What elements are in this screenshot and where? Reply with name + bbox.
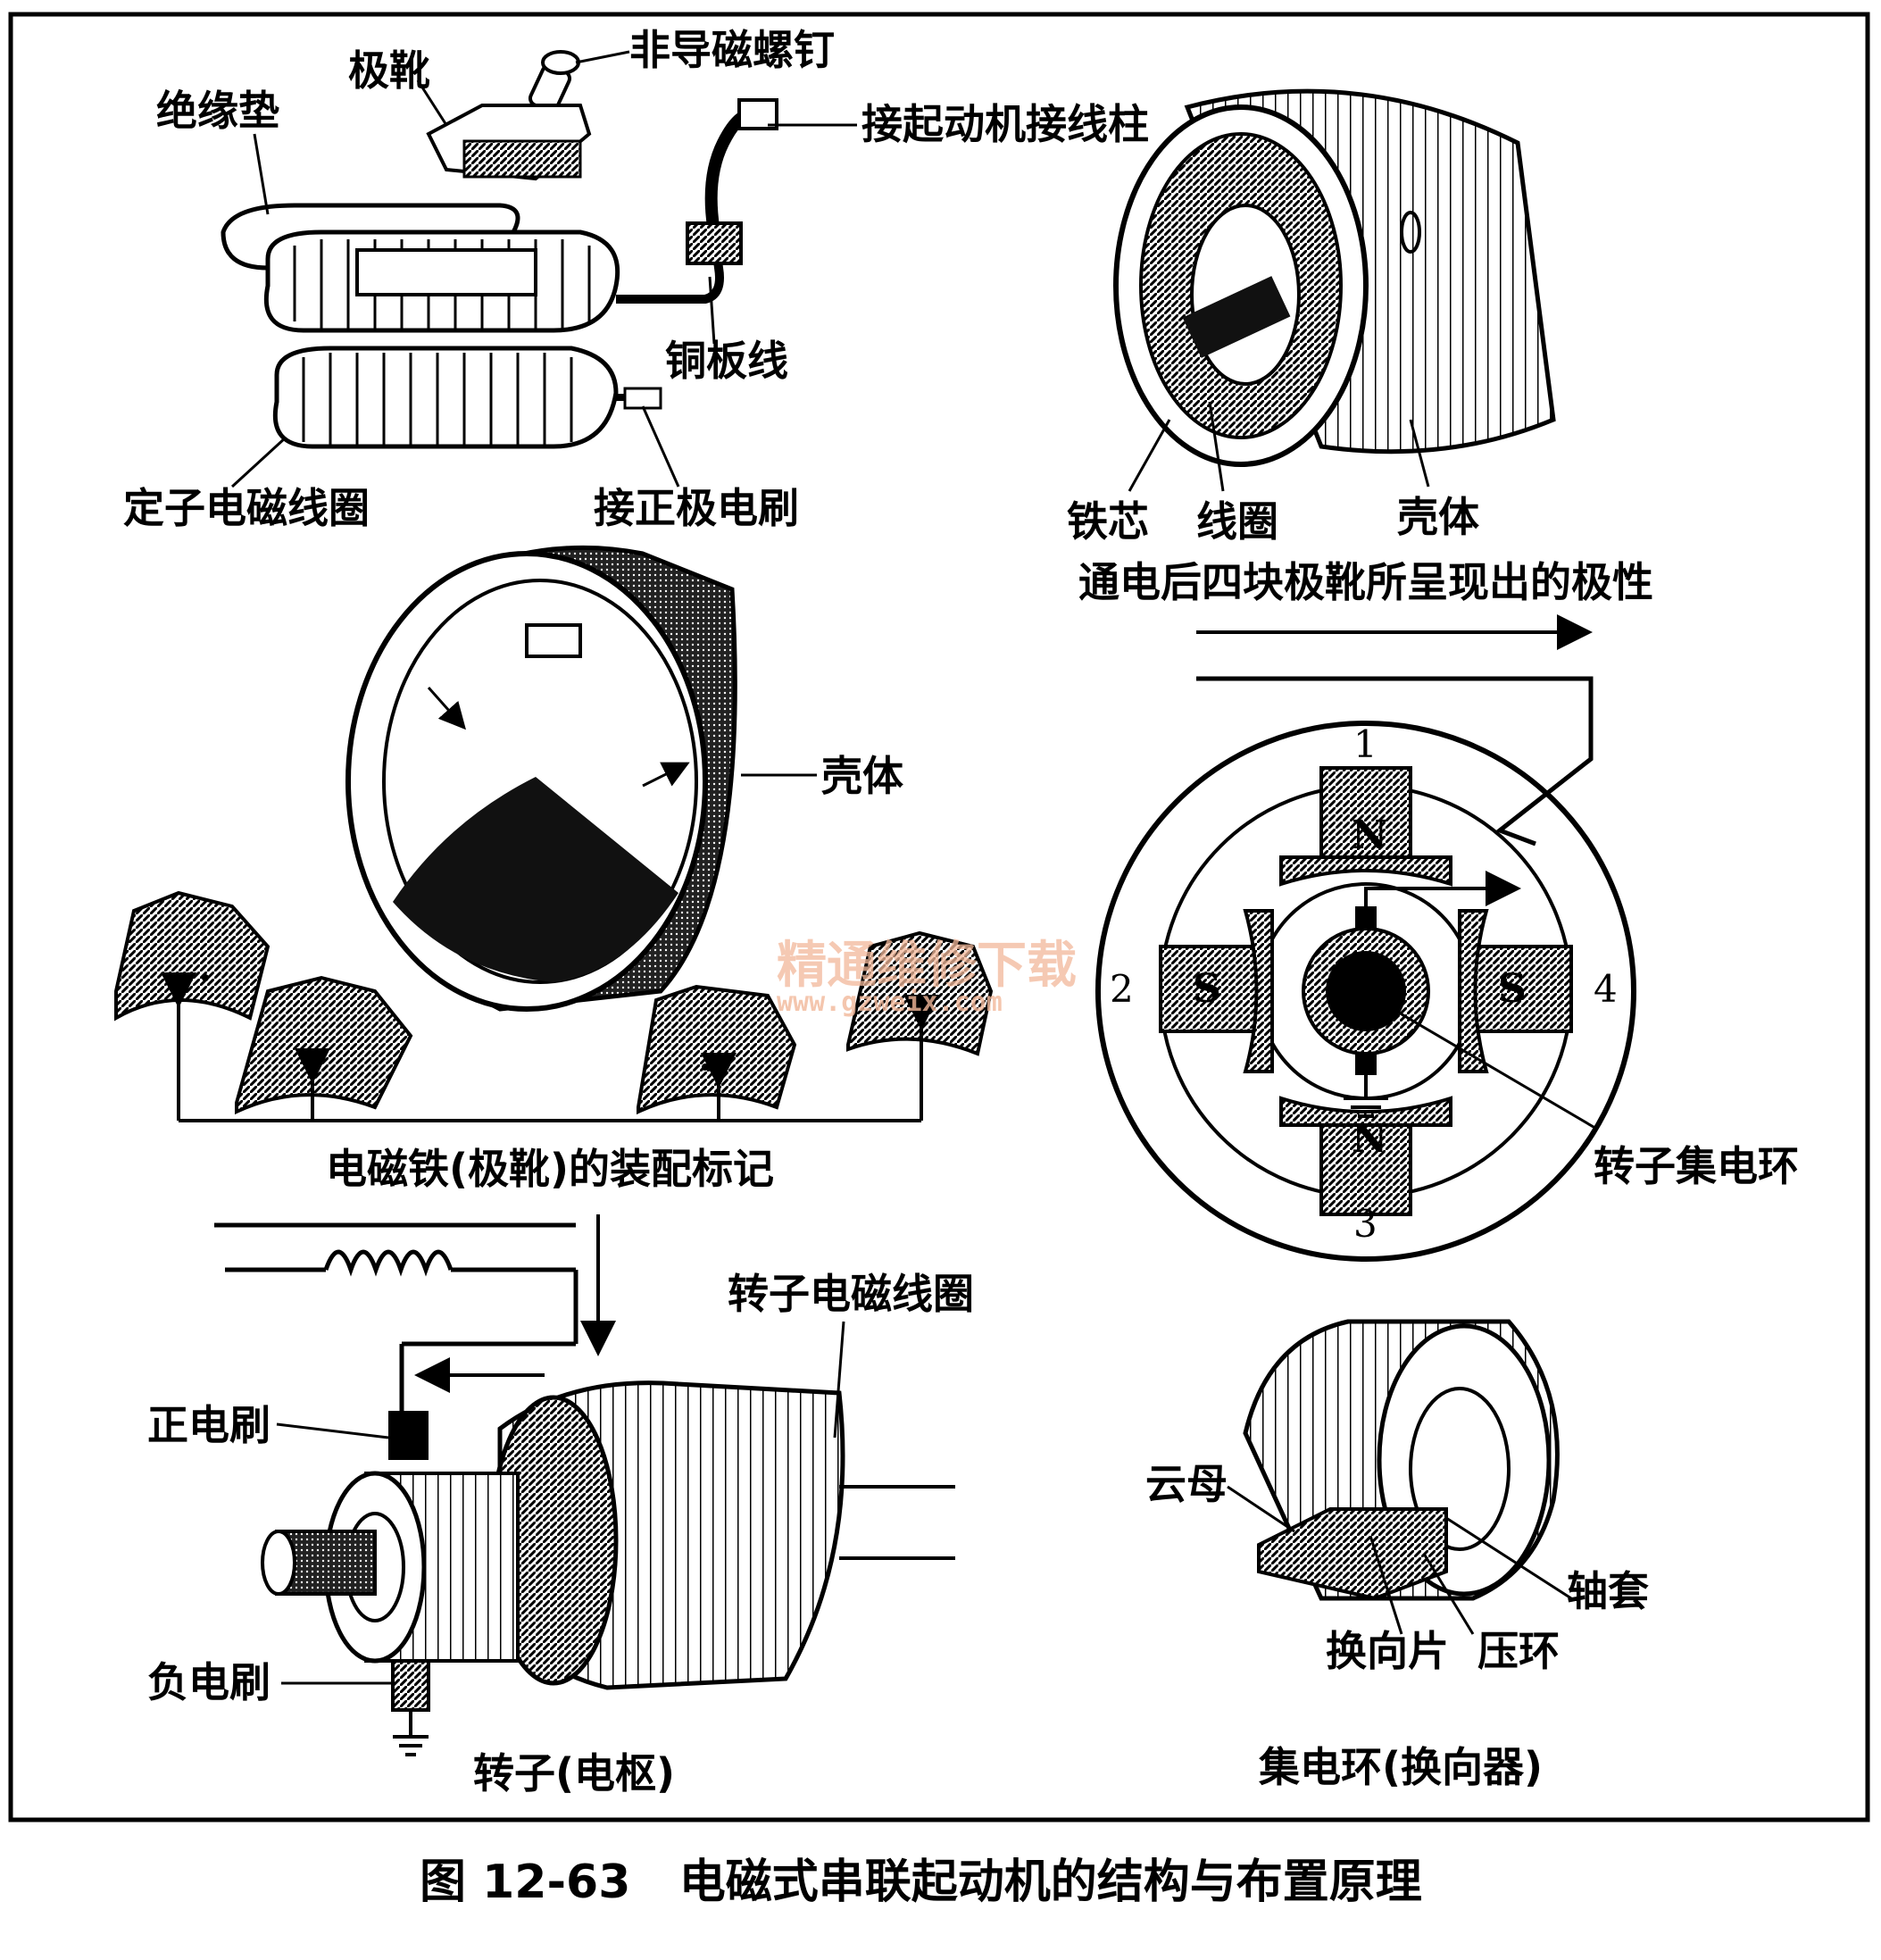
label-shaft-sleeve: 轴套 [1567, 1567, 1649, 1615]
pole-number-bottom: 3 [1353, 1202, 1377, 1246]
pole-shoe-drawing [426, 104, 592, 181]
label-iron-core: 铁芯 [1067, 497, 1149, 546]
label-to-positive-brush: 接正极电刷 [594, 484, 799, 532]
pole-polarity-bottom: N [1352, 1116, 1387, 1162]
label-commutator-segment: 换向片 [1326, 1627, 1449, 1675]
housing-with-core-illustration [1113, 88, 1556, 492]
pole-shoe-3 [637, 984, 797, 1115]
label-starter-terminal: 接起动机接线柱 [861, 100, 1149, 148]
pole-polarity-right: S [1498, 966, 1527, 1012]
pole-top [1279, 766, 1452, 887]
label-copper-strip: 铜板线 [665, 337, 788, 385]
label-positive-brush: 正电刷 [147, 1401, 270, 1449]
label-insulation-pad: 绝缘垫 [156, 87, 279, 135]
pole-left [1159, 909, 1274, 1073]
label-nonmag-screw: 非导磁螺钉 [629, 26, 835, 74]
label-negative-brush: 负电刷 [147, 1658, 270, 1706]
pole-number-right: 4 [1594, 967, 1618, 1011]
label-coil: 线圈 [1196, 497, 1278, 546]
label-stator-coil: 定子电磁线圈 [123, 484, 370, 532]
rotor-illustration [214, 1214, 955, 1756]
watermark-url: www.gzweix.com [777, 987, 1003, 1018]
upper-coil-drawing [263, 229, 620, 333]
pole-right [1458, 909, 1573, 1073]
figure-caption: 图 12-63 电磁式串联起动机的结构与布置原理 [420, 1856, 1422, 1909]
label-assembly-marks: 电磁铁(极靴)的装配标记 [326, 1145, 774, 1193]
insulation-pad-drawing [221, 203, 520, 271]
pole-shoe-marks-illustration [114, 890, 994, 1122]
housing-cylinder-illustration [345, 545, 817, 1012]
pole-polarity-top: N [1352, 813, 1387, 858]
pole-number-top: 1 [1353, 722, 1377, 766]
pole-polarity-schematic [1095, 676, 1636, 1262]
pole-polarity-left: S [1193, 966, 1221, 1012]
label-rotor-coil: 转子电磁线圈 [728, 1270, 974, 1318]
label-press-ring: 压环 [1477, 1627, 1560, 1675]
label-rotor-slip-ring: 转子集电环 [1594, 1142, 1799, 1190]
label-polarity-caption: 通电后四块极靴所呈现出的极性 [1078, 558, 1653, 606]
pole-shoe-2 [235, 975, 413, 1115]
pole-bottom [1279, 1096, 1452, 1216]
label-housing-top: 壳体 [1397, 493, 1479, 541]
commutator-cutaway-illustration [1227, 1319, 1572, 1635]
watermark-text: 精通维修下载 [777, 937, 1077, 995]
pole-number-left: 2 [1110, 967, 1134, 1011]
label-rotor-caption: 转子(电枢) [473, 1749, 675, 1797]
label-pole-shoe: 极靴 [348, 46, 430, 95]
label-mica: 云母 [1145, 1460, 1228, 1508]
figure-frame [8, 12, 1870, 1822]
pole-shoe-1 [114, 890, 270, 1022]
terminal-cable-drawing [704, 108, 762, 234]
label-housing-mid: 壳体 [821, 752, 903, 800]
label-commutator-caption: 集电环(换向器) [1258, 1743, 1543, 1791]
stator-coil-exploded-illustration [221, 50, 857, 488]
lower-coil-drawing [272, 346, 619, 449]
copper-strip-drawing [616, 231, 724, 304]
